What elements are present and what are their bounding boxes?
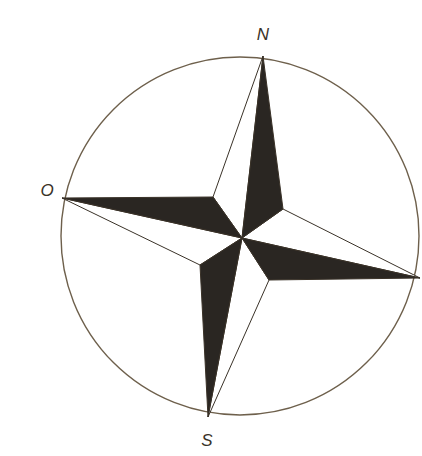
direction-label: N	[257, 26, 269, 43]
east-dark	[242, 238, 420, 280]
direction-label: S	[201, 432, 212, 449]
compass-circle	[61, 57, 419, 415]
west-dark	[62, 197, 242, 238]
direction-label: O	[40, 182, 53, 199]
south-dark	[200, 238, 242, 417]
north-dark	[242, 56, 283, 238]
star-points	[62, 56, 420, 417]
